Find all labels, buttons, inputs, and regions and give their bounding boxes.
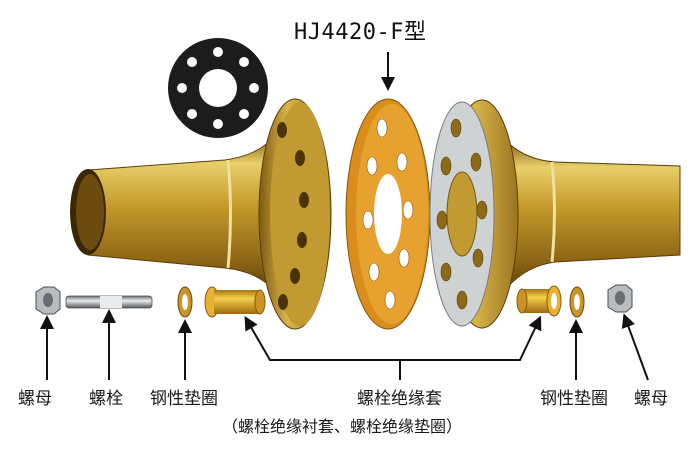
label-nut-right: 螺母 [634,389,668,409]
nut-left-part [35,286,61,315]
label-steel-washer-left: 钢性垫圈 [150,389,218,409]
nut-right-arrow [621,313,649,381]
black-gasket [168,38,268,138]
left-flange-holes [277,122,309,310]
bolt-part [65,295,153,309]
steel-washer-right-part [569,286,585,318]
label-steel-washer-right: 钢性垫圈 [540,389,608,409]
label-insulating-sleeve-note: （螺栓绝缘衬套、螺栓绝缘垫圈） [222,417,463,436]
left-flange-assembly [70,98,332,330]
insulating-sleeve-right-part [516,285,562,317]
right-pipe [504,138,681,292]
callout-arrows [40,52,649,381]
insulating-sleeve-arrow-left [244,315,401,380]
steel-washer-left-part [177,286,193,318]
nut-right-part [607,284,633,313]
label-insulating-sleeve: 螺栓绝缘套 [357,389,442,409]
right-flange-assembly [429,99,681,329]
left-pipe [87,133,276,294]
label-bolt: 螺栓 [89,389,123,409]
label-nut-left: 螺母 [18,389,52,409]
insulating-gasket [345,98,431,330]
model-title: HJ4420-F型 [294,20,427,45]
insulating-sleeve-arrow-right [400,315,542,361]
insulating-sleeve-left-part [204,286,266,318]
